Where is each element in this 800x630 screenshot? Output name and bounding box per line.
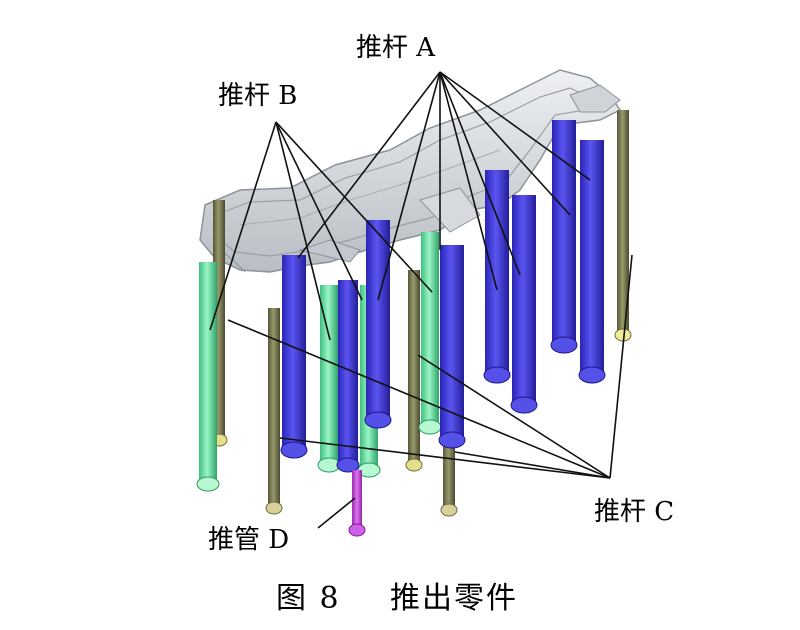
label-tube-d: 推管 D bbox=[208, 525, 289, 555]
leader-lines-c bbox=[227, 254, 633, 479]
figure-number: 图 8 bbox=[276, 581, 341, 616]
pin-c bbox=[405, 270, 423, 472]
leader-line-d bbox=[317, 497, 356, 529]
leader-lines-b bbox=[209, 121, 433, 341]
pin-a bbox=[438, 245, 466, 449]
pin-c bbox=[614, 110, 632, 342]
ejector-pins-a bbox=[280, 120, 606, 473]
pin-b bbox=[317, 285, 341, 473]
label-pin-c: 推杆 C bbox=[594, 497, 674, 527]
pin-b bbox=[418, 232, 442, 435]
pin-a bbox=[578, 140, 606, 384]
molded-part bbox=[199, 69, 622, 273]
pin-a bbox=[364, 220, 392, 429]
pin-a bbox=[550, 120, 578, 354]
pin-c bbox=[265, 308, 283, 515]
ejector-tube-d bbox=[348, 470, 366, 537]
pin-a bbox=[483, 170, 511, 384]
leader-lines-a bbox=[297, 71, 591, 301]
pin-a bbox=[280, 255, 308, 459]
figure-caption: 推出零件 bbox=[390, 581, 518, 616]
label-pin-a: 推杆 A bbox=[356, 33, 436, 63]
pin-a bbox=[336, 280, 360, 473]
label-pin-b: 推杆 B bbox=[218, 81, 297, 111]
ejector-pins-b bbox=[196, 232, 442, 492]
pin-b bbox=[196, 262, 220, 492]
pin-a bbox=[510, 195, 538, 414]
